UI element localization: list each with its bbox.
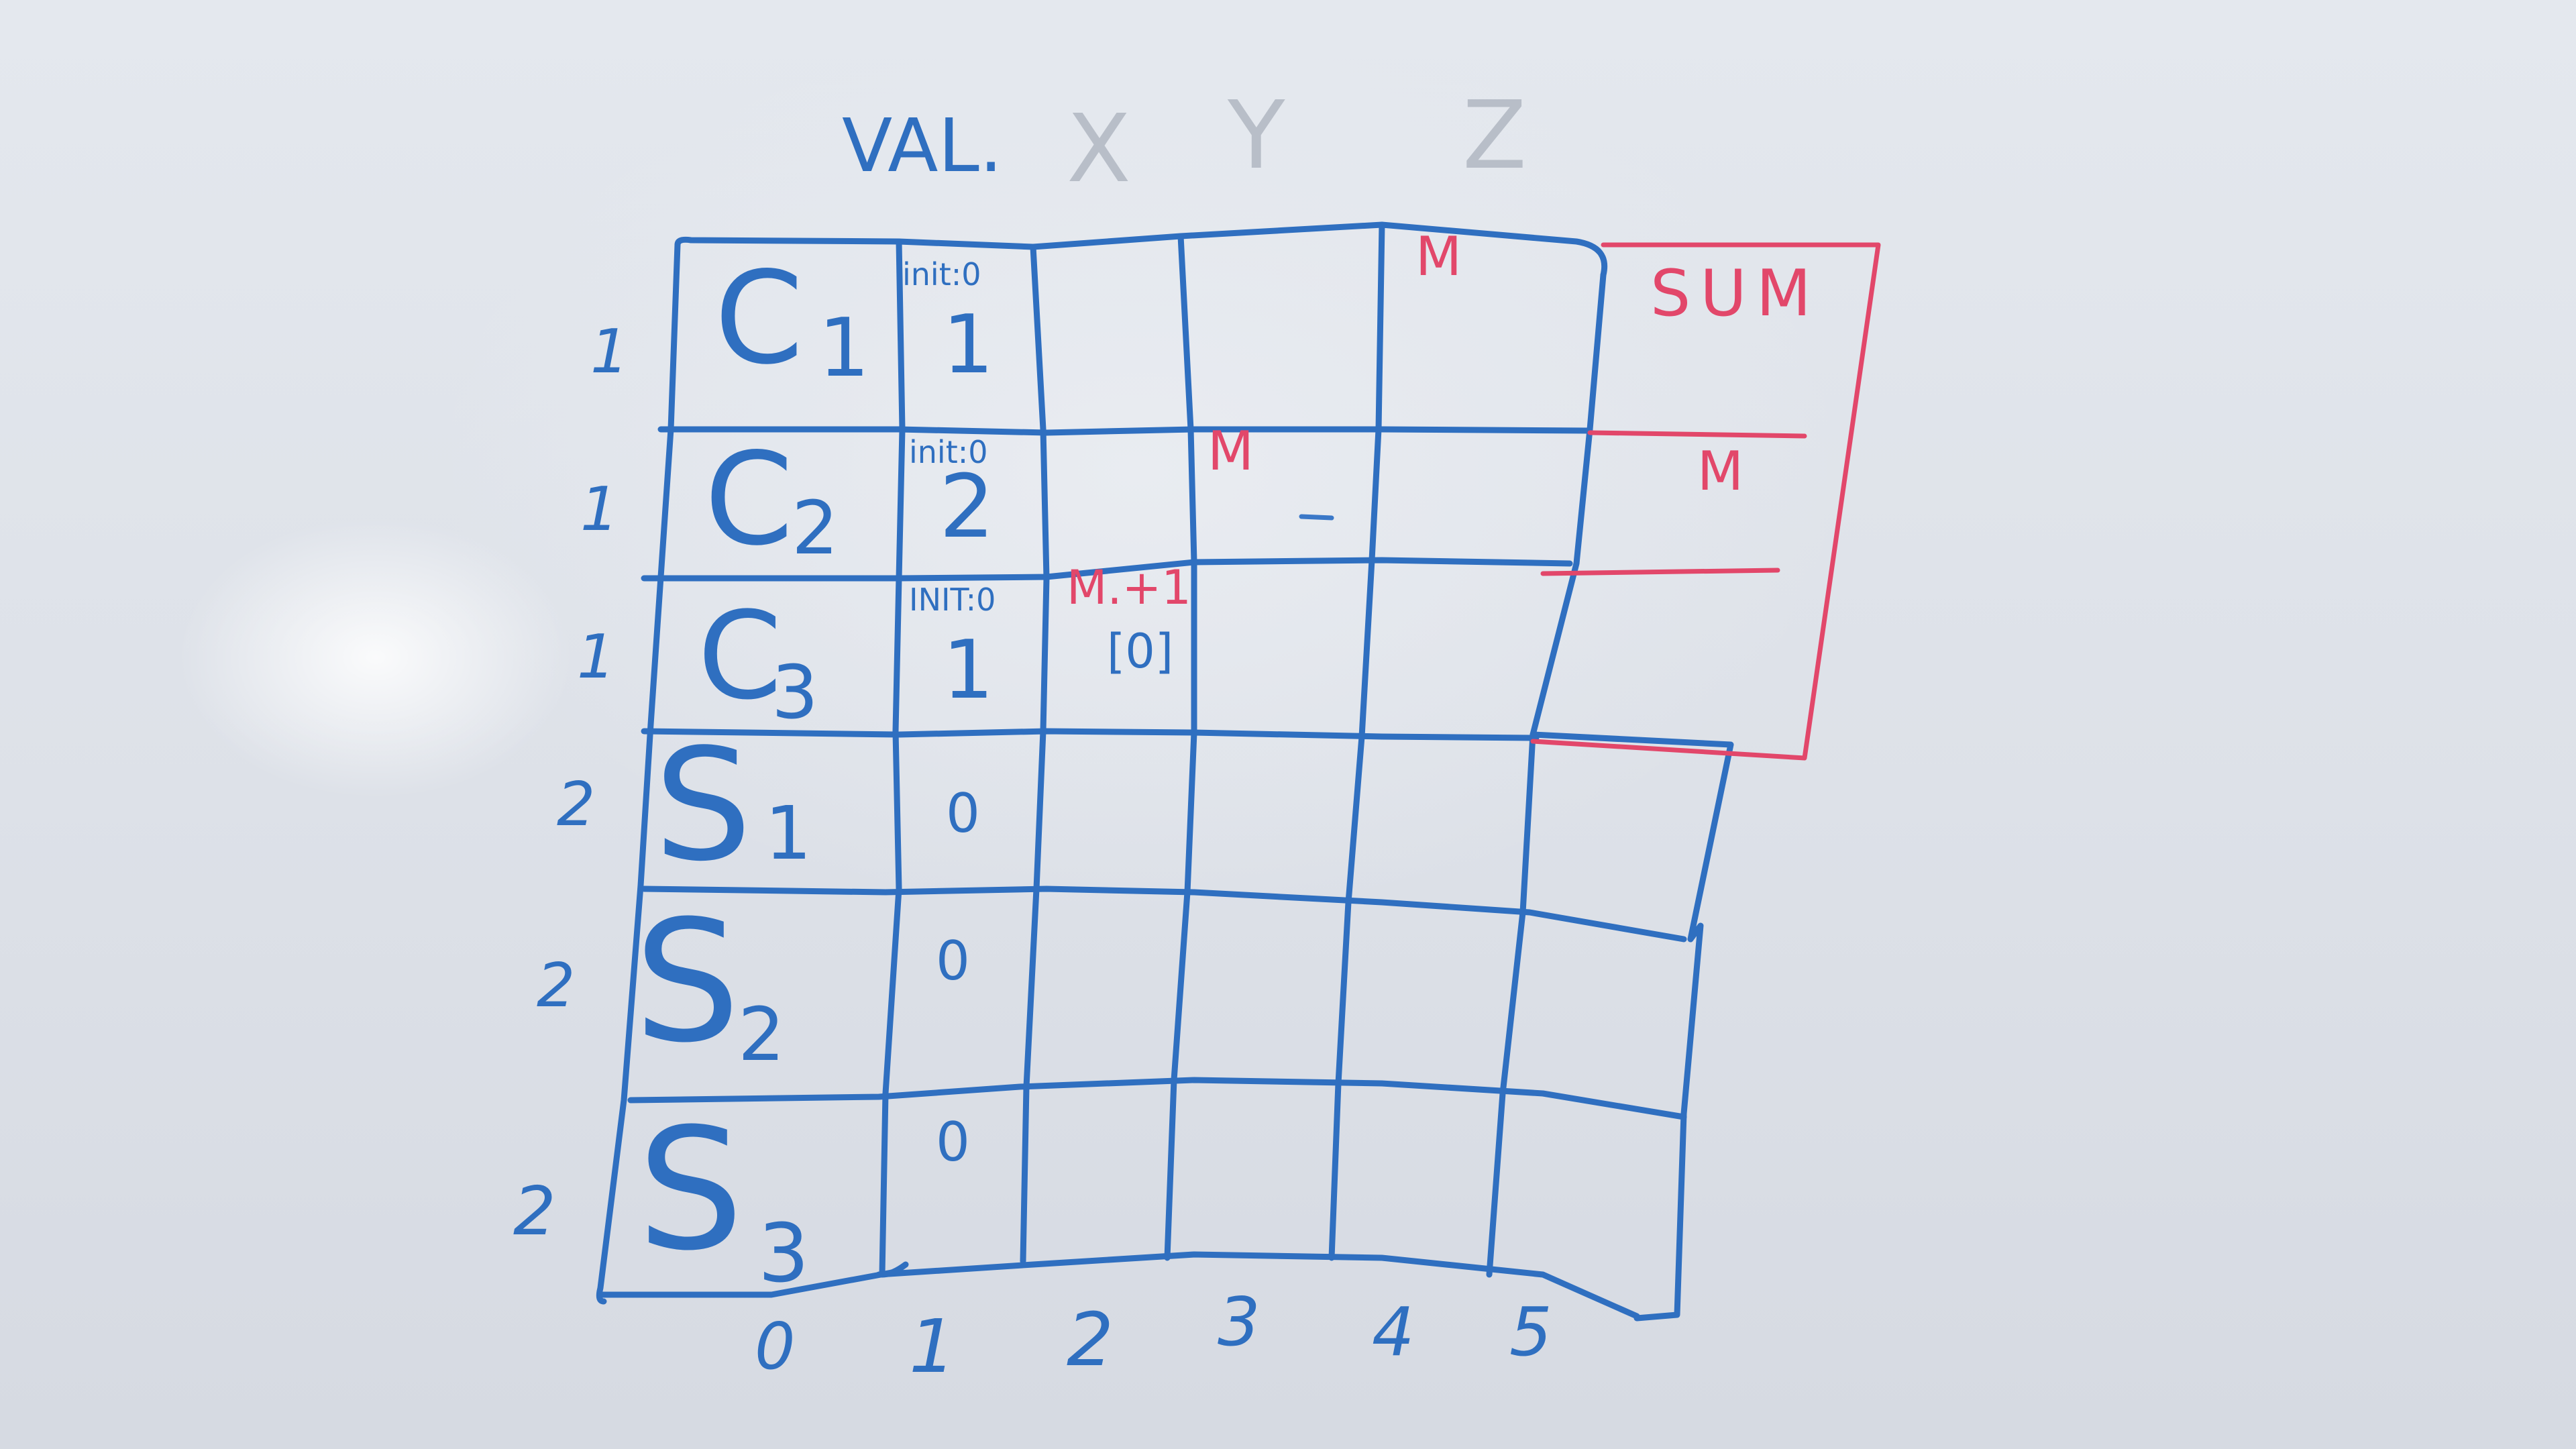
- grid-top-border: [674, 221, 1608, 278]
- row-name-4-letter: S: [654, 716, 752, 896]
- row-name-1-subscript: 1: [818, 302, 869, 395]
- value-row4: 0: [946, 782, 980, 845]
- grid-vline-1: [879, 238, 909, 1278]
- value-row2: 2: [939, 455, 995, 557]
- column-index-row: 0 1 2 3 4 5: [755, 1283, 1552, 1389]
- row-name-1-letter: C: [714, 244, 804, 392]
- row-name-2: C 2: [704, 425, 839, 574]
- row-name-5-subscript: 2: [738, 991, 785, 1077]
- column-index-0: 0: [755, 1310, 795, 1384]
- m-annotation-row3: M.+1: [1067, 560, 1191, 615]
- grid-vline-5: [1486, 731, 1536, 1278]
- row-weight-5: 2: [537, 951, 575, 1021]
- column-index-2: 2: [1067, 1297, 1114, 1383]
- row-name-5: S 2: [634, 884, 785, 1079]
- row-name-6: S 3: [637, 1092, 809, 1301]
- init-label-row2: init:0: [909, 434, 988, 470]
- row-name-2-subscript: 2: [792, 485, 839, 571]
- grid-hline-2: [641, 557, 1573, 582]
- grid-hline-1: [657, 426, 1593, 436]
- row-name-5-letter: S: [634, 884, 741, 1079]
- sum-column-border: [1530, 242, 1881, 761]
- grid-vline-2: [1020, 244, 1050, 1265]
- row-weight-4: 2: [557, 769, 595, 840]
- column-index-3: 3: [1218, 1283, 1260, 1361]
- row-name-3-letter: C: [698, 586, 782, 727]
- init-label-row1: init:0: [902, 256, 981, 292]
- sum-hline-1: [1587, 430, 1807, 439]
- row-weight-3: 1: [577, 622, 615, 692]
- grid-hline-3: [641, 728, 1540, 741]
- sum-m-annotation: M: [1697, 440, 1743, 502]
- row-weight-6: 2: [513, 1172, 556, 1250]
- row-name-1: C 1: [714, 244, 869, 395]
- value-row5: 0: [936, 930, 970, 992]
- grid-bottom-left: [597, 1268, 902, 1298]
- grid-right-border: [1529, 272, 1734, 1322]
- grid-hline-4: [641, 885, 1687, 943]
- sum-hline-2: [1540, 568, 1780, 576]
- m-annotation-row1: M: [1415, 225, 1462, 288]
- row-weight-2: 1: [580, 474, 619, 545]
- value-row3: 1: [943, 624, 994, 717]
- val-header: VAL.: [842, 103, 1003, 189]
- sum-header: SUM: [1650, 257, 1821, 331]
- ghost-letter-x: X: [1067, 95, 1131, 204]
- dash-mark: [1299, 514, 1334, 521]
- row-name-6-letter: S: [637, 1092, 744, 1287]
- m-annotation-row2: M: [1208, 420, 1254, 482]
- grid-vline-4: [1328, 221, 1385, 1261]
- grid-vline-3: [1164, 233, 1197, 1261]
- grid-hline-5: [627, 1077, 1687, 1120]
- row-weight-1: 1: [590, 317, 629, 387]
- row-name-4: S 1: [654, 716, 812, 896]
- m-annotation-row3-index: [0]: [1107, 624, 1173, 679]
- table-grid: [596, 221, 1734, 1322]
- column-index-4: 4: [1372, 1293, 1415, 1371]
- row-name-6-subscript: 3: [758, 1208, 809, 1301]
- sum-column: [1530, 242, 1881, 761]
- column-index-1: 1: [909, 1303, 956, 1389]
- row-name-3-subscript: 3: [771, 649, 818, 735]
- value-row1: 1: [943, 299, 994, 392]
- row-name-4-subscript: 1: [765, 790, 812, 876]
- grid-hline-6: [875, 1251, 1640, 1320]
- ghost-letter-y: Y: [1227, 81, 1285, 191]
- grid-left-border: [596, 241, 681, 1305]
- init-label-row3: INIT:0: [909, 582, 996, 618]
- ghost-letter-z: Z: [1462, 81, 1527, 191]
- row-name-3: C 3: [698, 586, 818, 735]
- value-row6: 0: [936, 1111, 970, 1173]
- column-index-5: 5: [1509, 1293, 1552, 1371]
- row-name-2-letter: C: [704, 425, 794, 574]
